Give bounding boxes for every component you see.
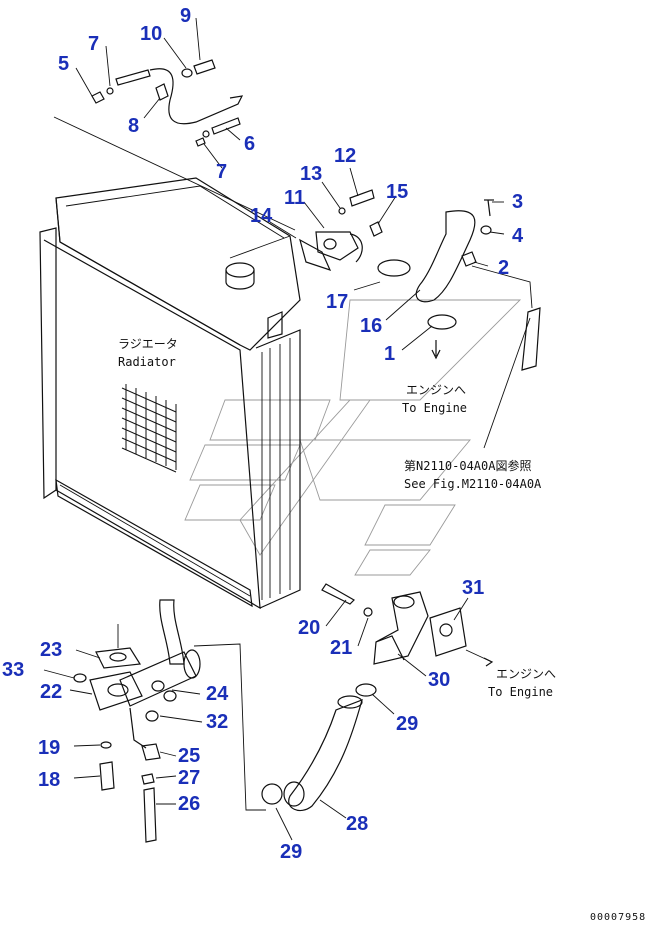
upper-hose-assembly [299, 189, 541, 449]
callout-7-lower: 7 [216, 161, 227, 183]
callout-2: 2 [498, 257, 509, 279]
callout-23: 23 [40, 639, 62, 661]
callout-7-upper: 7 [88, 33, 99, 55]
to-engine-label-en-upper: To Engine [402, 401, 467, 415]
callout-18: 18 [38, 769, 60, 791]
callout-3: 3 [512, 191, 523, 213]
callout-22: 22 [40, 681, 62, 703]
callout-11: 11 [284, 187, 305, 209]
radiator [39, 177, 301, 610]
callout-33: 33 [2, 659, 24, 681]
to-engine-label-jp-upper: エンジンへ [406, 383, 466, 397]
callout-10: 10 [140, 23, 162, 45]
callout-29-bottom: 29 [280, 841, 302, 863]
callout-12: 12 [334, 145, 356, 167]
callout-31: 31 [462, 577, 484, 599]
callout-19: 19 [38, 737, 60, 759]
to-engine-label-jp-lower: エンジンへ [496, 667, 556, 681]
callout-27: 27 [178, 767, 200, 789]
callout-14: 14 [250, 205, 273, 227]
callout-6: 6 [244, 133, 255, 155]
callout-15: 15 [386, 181, 408, 203]
callout-20: 20 [298, 617, 320, 639]
callout-29-right: 29 [396, 713, 418, 735]
callout-1: 1 [384, 343, 395, 365]
see-fig-label-en: See Fig.M2110-04A0A [404, 477, 542, 491]
text-annotations: ラジエータ Radiator エンジンへ To Engine 第N2110-04… [118, 337, 646, 923]
callout-8: 8 [128, 115, 139, 137]
callout-24: 24 [206, 683, 229, 705]
callout-4: 4 [512, 225, 524, 247]
lower-pipe-assembly [73, 583, 494, 843]
callout-leaders [43, 17, 505, 841]
callout-16: 16 [360, 315, 382, 337]
drawing-number: 00007958 [590, 912, 646, 923]
callout-numbers: 1 2 3 4 5 6 7 7 8 9 10 11 12 13 14 15 16… [2, 5, 524, 863]
cap-tube-assembly [53, 59, 296, 231]
watermark-logo [184, 299, 522, 576]
callout-13: 13 [300, 163, 322, 185]
callout-26: 26 [178, 793, 200, 815]
callout-9: 9 [180, 5, 191, 27]
see-fig-label-jp: 第N2110-04A0A図参照 [404, 458, 531, 473]
callout-17: 17 [326, 291, 348, 313]
radiator-label-jp: ラジエータ [118, 337, 178, 351]
callout-30: 30 [428, 669, 450, 691]
callout-5: 5 [58, 53, 69, 75]
callout-28: 28 [346, 813, 368, 835]
radiator-label-en: Radiator [118, 355, 176, 369]
radiator-core-grid [121, 384, 177, 473]
callout-32: 32 [206, 711, 228, 733]
callout-21: 21 [330, 637, 352, 659]
to-engine-label-en-lower: To Engine [488, 685, 553, 699]
callout-25: 25 [178, 745, 200, 767]
